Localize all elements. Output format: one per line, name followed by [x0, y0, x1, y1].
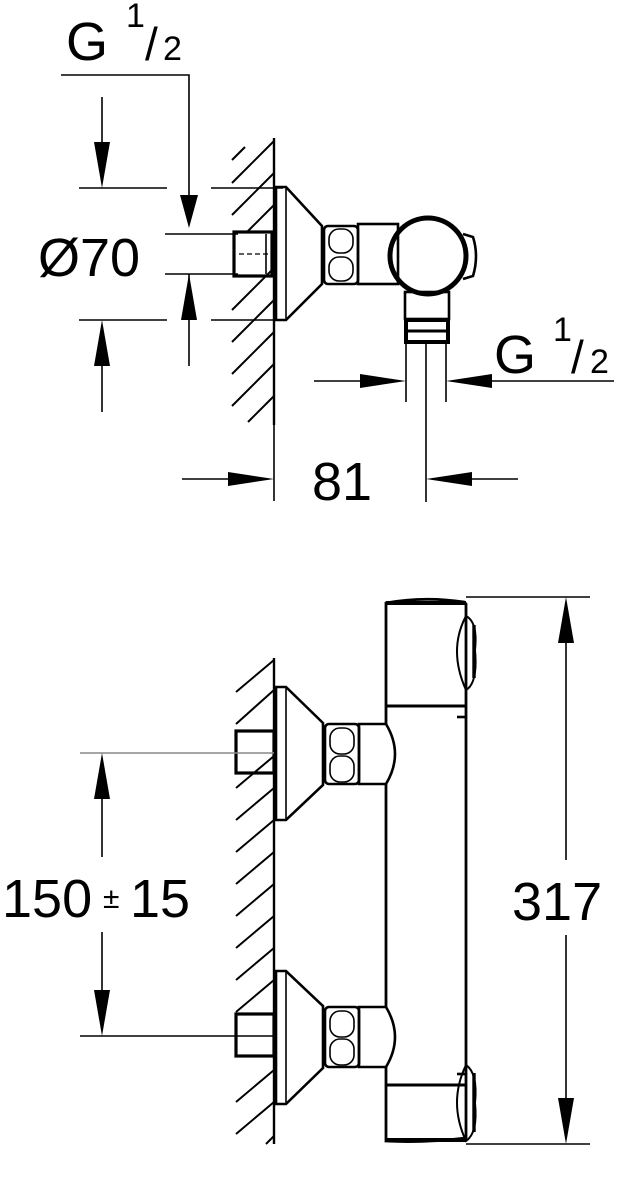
- lower-escutcheon: [274, 969, 325, 1106]
- arrow-right-icon: [360, 374, 406, 388]
- mixer-body-front: [384, 597, 468, 1143]
- thread-slash: /: [571, 331, 584, 383]
- spacing-value: 150: [2, 869, 92, 929]
- thread-letter: G: [494, 325, 536, 385]
- arrow-up-icon: [94, 753, 110, 799]
- thread-slash: /: [145, 18, 158, 70]
- arrow-right-icon: [228, 472, 274, 486]
- upper-escutcheon: [274, 685, 325, 822]
- upper-connector: [357, 722, 397, 786]
- top-view: G 1 / 2 Ø70: [38, 0, 614, 512]
- wall-hatching: [231, 140, 275, 423]
- arrow-up-icon: [558, 597, 574, 643]
- tolerance-value: 15: [130, 869, 190, 929]
- thread-denominator: 2: [163, 30, 182, 68]
- lower-inlet-fitting: [234, 1012, 276, 1058]
- arrow-left-icon: [446, 374, 492, 388]
- lower-connector: [357, 1005, 397, 1069]
- thread-letter: G: [66, 12, 108, 72]
- inlet-thread-leader: [61, 74, 190, 195]
- depth-label: 81: [312, 452, 372, 512]
- arrow-down-icon: [94, 142, 110, 188]
- overall-height-label: 317: [512, 872, 602, 932]
- arrow-up-icon: [94, 320, 110, 366]
- thread-numerator: 1: [126, 0, 145, 35]
- front-view: 150 ± 15 317: [2, 596, 602, 1145]
- tolerance-symbol: ±: [103, 882, 119, 915]
- diameter-label: Ø70: [38, 228, 140, 288]
- inlet-spacing-label: 150 ± 15: [2, 869, 190, 929]
- thread-denominator: 2: [590, 343, 609, 381]
- arrow-down-icon: [558, 1098, 574, 1144]
- wall-hatching: [235, 659, 275, 1145]
- arrow-left-icon: [426, 472, 472, 486]
- connector: [356, 222, 400, 286]
- mixer-body-top: [387, 215, 469, 297]
- handle-knob: [462, 232, 478, 281]
- arrow-down-icon: [94, 990, 110, 1036]
- upper-inlet-fitting: [234, 729, 276, 775]
- arrow-down-icon: [180, 195, 198, 228]
- inlet-fitting: [232, 230, 274, 278]
- thread-numerator: 1: [553, 311, 572, 349]
- outlet-thread-label: G 1 / 2: [494, 311, 609, 385]
- arrow-up-icon: [181, 274, 197, 320]
- escutcheon: [274, 185, 324, 322]
- inlet-thread-label: G 1 / 2: [66, 0, 182, 72]
